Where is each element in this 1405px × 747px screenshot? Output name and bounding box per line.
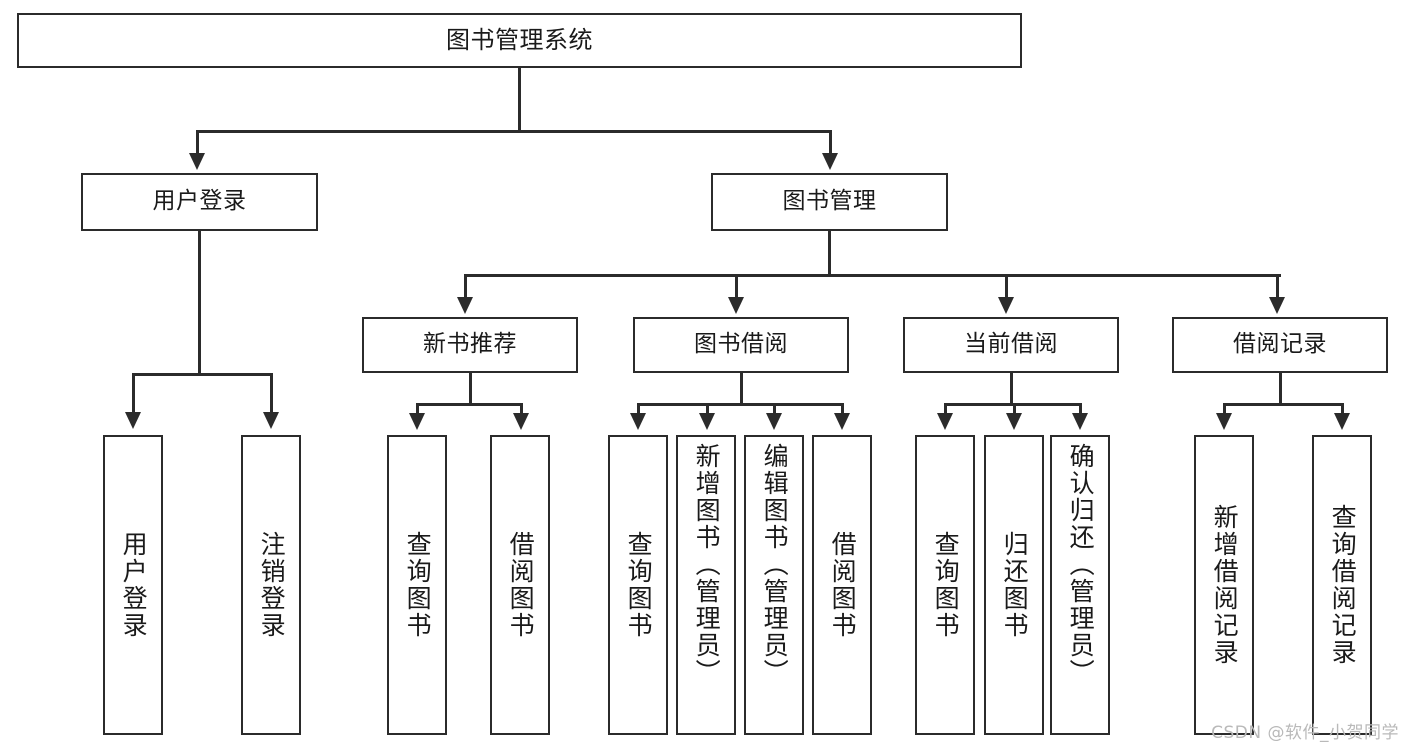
edge-br-child-1: [1223, 403, 1226, 416]
leaf-query-book-borrow[interactable]: 查询图书: [608, 435, 668, 735]
arrowhead-icon: [513, 413, 529, 430]
leaf-query-book-current[interactable]: 查询图书: [915, 435, 975, 735]
edge-user-login-bus: [133, 373, 272, 376]
edge-nbr-child-2: [520, 403, 523, 416]
node-label: 借阅记录: [1233, 331, 1327, 358]
node-label: 用户登录: [152, 188, 247, 215]
node-user-login[interactable]: 用户登录: [81, 173, 318, 231]
node-root-book-management-system[interactable]: 图书管理系统: [17, 13, 1022, 68]
edge-bm-child-4: [1276, 274, 1279, 300]
leaf-borrow-book-recommend[interactable]: 借阅图书: [490, 435, 550, 735]
edge-root-bus: [197, 130, 831, 133]
edge-br-trunk: [1279, 373, 1282, 405]
edge-book-management-trunk: [828, 231, 831, 276]
node-new-book-recommend[interactable]: 新书推荐: [362, 317, 578, 373]
node-current-borrow[interactable]: 当前借阅: [903, 317, 1119, 373]
leaf-return-book[interactable]: 归还图书: [984, 435, 1044, 735]
edge-bb-child-2: [706, 403, 709, 416]
node-label: 图书管理: [782, 188, 877, 215]
arrowhead-icon: [125, 412, 141, 429]
node-book-management[interactable]: 图书管理: [711, 173, 948, 231]
edge-bm-child-1: [464, 274, 467, 300]
edge-br-bus: [1224, 403, 1343, 406]
arrowhead-icon: [1269, 297, 1285, 314]
edge-cb-child-2: [1013, 403, 1016, 416]
node-label: 图书管理系统: [446, 26, 593, 55]
leaf-query-book-recommend[interactable]: 查询图书: [387, 435, 447, 735]
node-label: 查询借阅记录: [1328, 504, 1358, 666]
edge-bb-child-4: [841, 403, 844, 416]
arrowhead-icon: [998, 297, 1014, 314]
node-label: 用户登录: [119, 531, 149, 639]
arrowhead-icon: [728, 297, 744, 314]
node-label: 新增图书（管理员）: [692, 443, 722, 686]
leaf-logout-login[interactable]: 注销登录: [241, 435, 301, 735]
node-borrow-record[interactable]: 借阅记录: [1172, 317, 1388, 373]
node-label: 新增借阅记录: [1210, 504, 1240, 666]
arrowhead-icon: [630, 413, 646, 430]
edge-user-login-child-1: [132, 373, 135, 415]
edge-nbr-child-1: [416, 403, 419, 416]
edge-cb-child-3: [1079, 403, 1082, 416]
arrowhead-icon: [699, 413, 715, 430]
leaf-query-borrow-record[interactable]: 查询借阅记录: [1312, 435, 1372, 735]
leaf-confirm-return-admin[interactable]: 确认归还（管理员）: [1050, 435, 1110, 735]
edge-to-book-management: [829, 130, 832, 157]
arrowhead-icon: [263, 412, 279, 429]
node-book-borrow[interactable]: 图书借阅: [633, 317, 849, 373]
node-label: 查询图书: [403, 531, 433, 639]
arrowhead-icon: [1216, 413, 1232, 430]
arrowhead-icon: [1006, 413, 1022, 430]
edge-nbr-trunk: [469, 373, 472, 405]
node-label: 确认归还（管理员）: [1066, 443, 1096, 686]
node-label: 借阅图书: [828, 531, 858, 639]
node-label: 编辑图书（管理员）: [760, 443, 790, 686]
leaf-borrow-book[interactable]: 借阅图书: [812, 435, 872, 735]
edge-bb-child-1: [637, 403, 640, 416]
node-label: 当前借阅: [964, 331, 1058, 358]
node-label: 查询图书: [624, 531, 654, 639]
edge-user-login-trunk: [198, 231, 201, 375]
node-label: 归还图书: [1000, 531, 1030, 639]
node-label: 查询图书: [931, 531, 961, 639]
edge-bm-child-3: [1005, 274, 1008, 300]
edge-cb-trunk: [1010, 373, 1013, 405]
arrowhead-icon: [1072, 413, 1088, 430]
arrowhead-icon: [766, 413, 782, 430]
arrowhead-icon: [834, 413, 850, 430]
edge-bb-trunk: [740, 373, 743, 405]
arrowhead-icon: [409, 413, 425, 430]
edge-cb-child-1: [944, 403, 947, 416]
node-label: 新书推荐: [423, 331, 517, 358]
leaf-user-login[interactable]: 用户登录: [103, 435, 163, 735]
arrowhead-icon: [1334, 413, 1350, 430]
leaf-add-borrow-record[interactable]: 新增借阅记录: [1194, 435, 1254, 735]
arrowhead-icon: [937, 413, 953, 430]
leaf-edit-book-admin[interactable]: 编辑图书（管理员）: [744, 435, 804, 735]
arrowhead-icon: [822, 153, 838, 170]
node-label: 注销登录: [257, 531, 287, 639]
edge-user-login-child-2: [270, 373, 273, 415]
edge-to-user-login: [196, 130, 199, 157]
leaf-add-book-admin[interactable]: 新增图书（管理员）: [676, 435, 736, 735]
edge-book-management-bus: [465, 274, 1281, 277]
edge-root-trunk: [518, 68, 521, 131]
edge-bb-child-3: [773, 403, 776, 416]
edge-bb-bus: [638, 403, 843, 406]
edge-br-child-2: [1341, 403, 1344, 416]
node-label: 图书借阅: [694, 331, 788, 358]
node-label: 借阅图书: [506, 531, 536, 639]
arrowhead-icon: [189, 153, 205, 170]
edge-nbr-bus: [417, 403, 522, 406]
arrowhead-icon: [457, 297, 473, 314]
edge-bm-child-2: [735, 274, 738, 300]
